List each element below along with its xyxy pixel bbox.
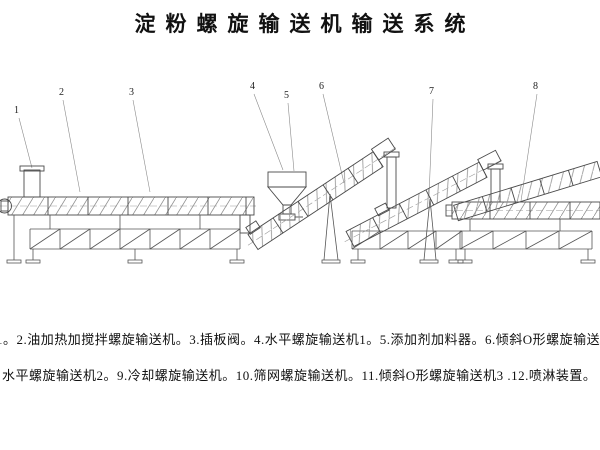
callout-number-1: 1: [14, 105, 19, 116]
callout-number-7: 7: [429, 86, 434, 97]
inclined-conveyor-2-motor: [477, 149, 502, 171]
inclined-screw-conveyor-3: [453, 160, 600, 222]
callout-number-5: 5: [284, 90, 289, 101]
callout-number-3: 3: [129, 87, 134, 98]
right-support-truss: [457, 219, 596, 264]
left-conveyor-inlet-chute: [23, 169, 41, 198]
drawing-title: 淀粉螺旋输送机输送系统: [134, 12, 476, 36]
callout-number-4: 4: [250, 81, 255, 92]
callout-number-8: 8: [533, 81, 538, 92]
inclined-screw-conveyor-2: [344, 149, 505, 248]
inclined-conveyor-1-motor: [370, 137, 396, 161]
legend-line-2: 水平螺旋输送机2。9.冷却螺旋输送机。10.筛网螺旋输送机。11.倾斜O形螺旋输…: [2, 368, 597, 383]
inclined-conveyor-1-legs: [321, 193, 341, 264]
callout-number-6: 6: [319, 81, 324, 92]
left-conveyor-discharge-chute: [239, 214, 251, 234]
legend-line-1: 1。2.油加热加搅拌螺旋输送机。3.插板阀。4.水平螺旋输送机1。5.添加剂加料…: [0, 332, 600, 347]
inclined-screw-conveyor-1: [245, 137, 399, 251]
callout-number-2: 2: [59, 87, 64, 98]
callout-leader-lines: [18, 93, 538, 202]
inclined-conveyor-2-legs: [419, 198, 439, 264]
drop-pipe-1: [383, 151, 400, 209]
left-support-truss: [6, 215, 245, 264]
left-screw-conveyor: [0, 165, 256, 234]
